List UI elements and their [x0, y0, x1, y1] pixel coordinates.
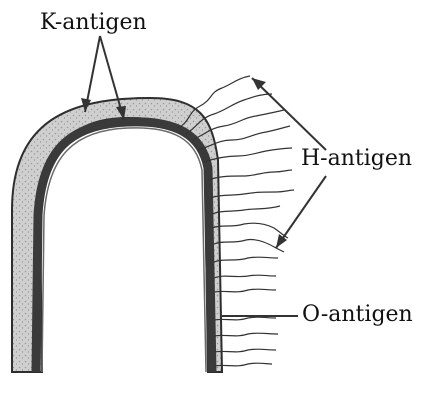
label-o-antigen: O-antigen	[302, 304, 413, 326]
label-h-antigen: H-antigen	[301, 148, 412, 170]
cell-wall-inner-line	[42, 128, 206, 372]
label-k-antigen: K-antigen	[40, 12, 147, 34]
cell-wall	[36, 122, 212, 372]
